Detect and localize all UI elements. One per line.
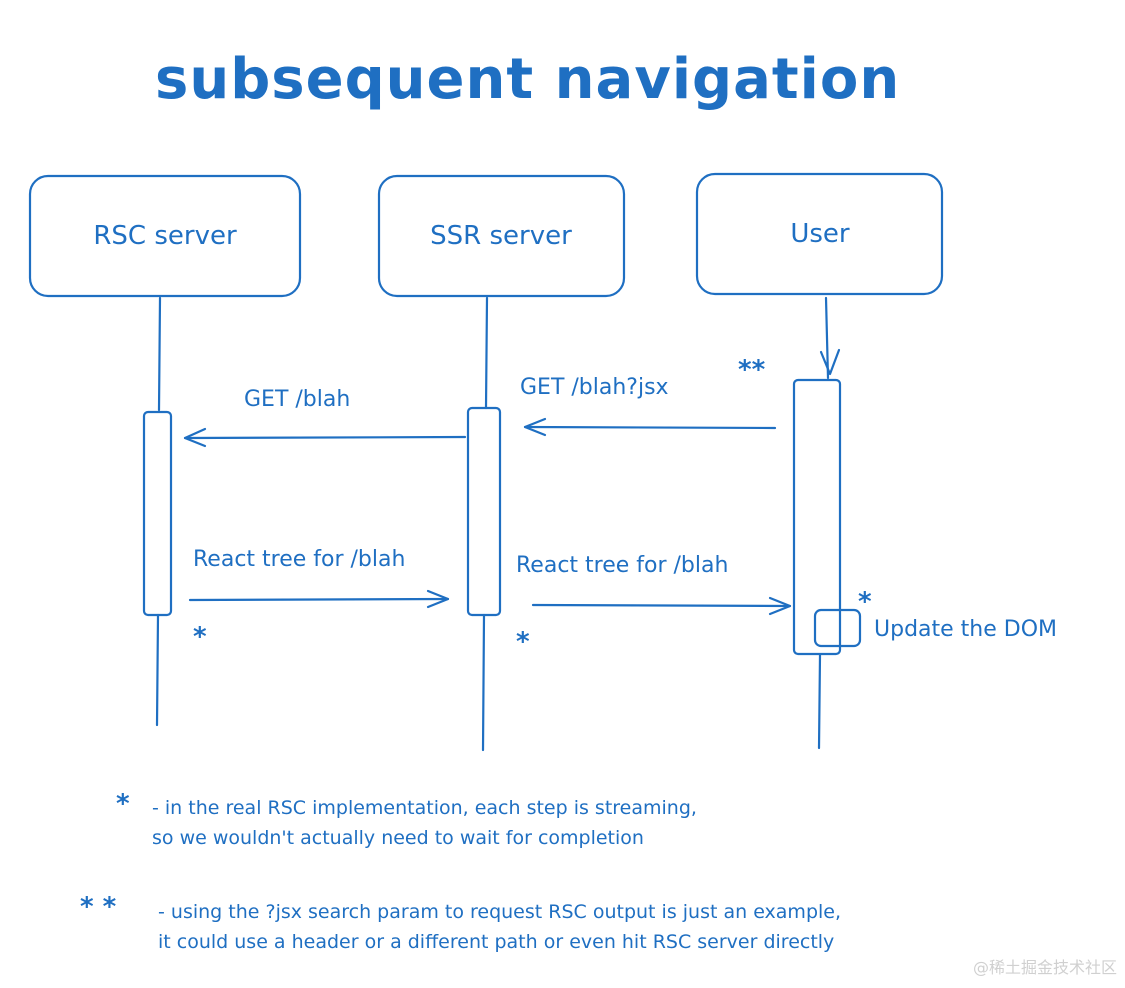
- get-blah-jsx-arrowhead: [523, 417, 547, 437]
- get-blah-jsx-arrow-line: [523, 425, 777, 430]
- react-tree-rsc-arrowhead: [426, 589, 450, 609]
- diagram-title: subsequent navigation: [155, 47, 900, 112]
- react-tree-rsc-label: React tree for /blah: [193, 547, 405, 572]
- double-asterisk-marker: **: [738, 355, 766, 385]
- ssr-activation-bar: [466, 406, 502, 617]
- message-get-blah-jsx: GET /blah?jsx **: [520, 355, 777, 437]
- footnote1-line1: - in the real RSC implementation, each s…: [152, 797, 697, 819]
- participant-rsc-server: RSC server: [28, 174, 302, 298]
- rsc-server-label: RSC server: [93, 221, 237, 251]
- react-tree-ssr-label: React tree for /blah: [516, 553, 728, 578]
- user-entry-arrowhead: [819, 348, 841, 376]
- footnote1-marker: *: [116, 789, 130, 819]
- user-lifeline: [817, 296, 830, 750]
- footnote1-line2: so we wouldn't actually need to wait for…: [152, 827, 644, 849]
- get-blah-label: GET /blah: [244, 387, 350, 412]
- get-blah-arrowhead: [183, 427, 207, 448]
- footnote2-line1: - using the ?jsx search param to request…: [158, 901, 841, 923]
- message-react-tree-ssr: React tree for /blah *: [516, 553, 792, 657]
- update-dom-self-call: [813, 608, 862, 648]
- ssr-lifeline: [481, 296, 489, 752]
- update-dom-note: * Update the DOM: [858, 587, 1057, 642]
- update-dom-label: Update the DOM: [874, 617, 1057, 642]
- update-dom-asterisk: *: [858, 587, 872, 617]
- user-box: [695, 172, 944, 296]
- rsc-activation-bar: [142, 410, 173, 617]
- participant-ssr-server: SSR server: [377, 174, 626, 298]
- ssr-server-box: [377, 174, 626, 298]
- rsc-response-asterisk: *: [193, 622, 207, 652]
- user-activation-bar: [792, 378, 842, 656]
- get-blah-arrow-line: [183, 435, 467, 440]
- watermark: @稀土掘金技术社区: [972, 958, 1117, 977]
- react-tree-rsc-arrow-line: [188, 597, 450, 602]
- rsc-server-box: [28, 174, 302, 298]
- react-tree-ssr-arrowhead: [768, 596, 792, 616]
- rsc-lifeline: [155, 296, 162, 727]
- ssr-server-label: SSR server: [430, 221, 572, 251]
- user-label: User: [790, 219, 850, 249]
- ssr-response-asterisk: *: [516, 627, 530, 657]
- footnote2-marker: * *: [80, 892, 117, 922]
- message-get-blah: GET /blah: [183, 387, 467, 448]
- footnote-streaming: * - in the real RSC implementation, each…: [116, 789, 697, 849]
- message-react-tree-rsc: React tree for /blah *: [188, 547, 450, 652]
- participant-user: User: [695, 172, 944, 296]
- react-tree-ssr-arrow-line: [531, 603, 792, 608]
- footnote-jsx-param: * * - using the ?jsx search param to req…: [80, 892, 841, 953]
- get-blah-jsx-label: GET /blah?jsx: [520, 375, 669, 400]
- footnote2-line2: it could use a header or a different pat…: [158, 931, 834, 953]
